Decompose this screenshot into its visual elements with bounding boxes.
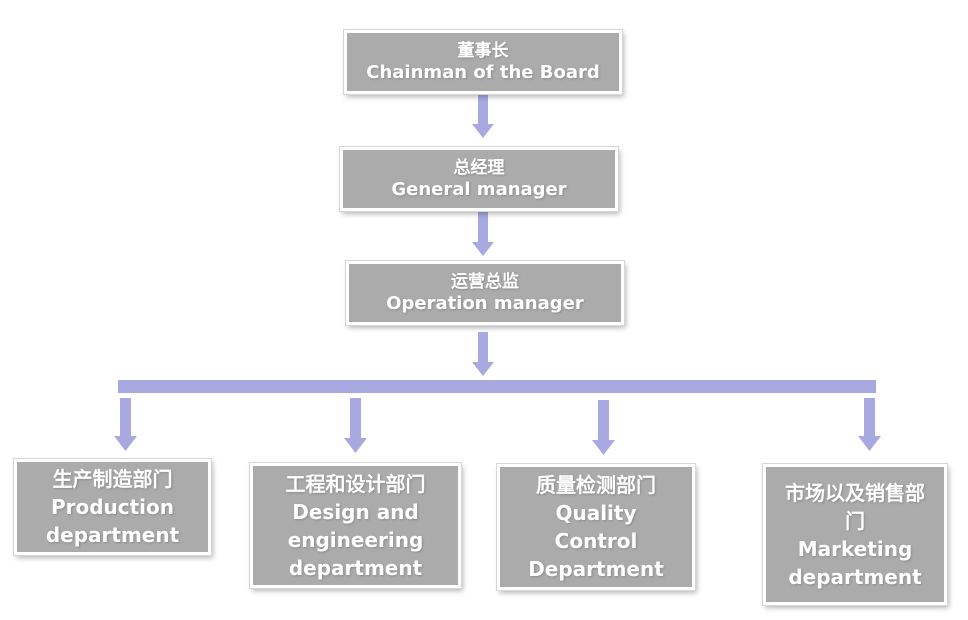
node-design-department: 工程和设计部门 Design and engineering departmen… <box>250 463 461 588</box>
node-gm-zh: 总经理 <box>453 158 505 178</box>
node-ops-zh: 运营总监 <box>451 272 519 292</box>
node-ops-en: Operation manager <box>386 293 584 314</box>
node-quality-zh: 质量检测部门 <box>536 473 656 497</box>
node-gm-en: General manager <box>391 179 567 200</box>
node-general-manager: 总经理 General manager <box>340 147 618 211</box>
node-quality-en: Quality Control Department <box>528 501 664 581</box>
arrow-to-marketing <box>858 398 881 451</box>
node-production-zh: 生产制造部门 <box>52 467 173 491</box>
org-bus-line <box>118 380 876 393</box>
node-production-en: Production department <box>45 495 180 547</box>
node-board-zh: 董事长 <box>457 41 509 61</box>
node-production-department: 生产制造部门 Production department <box>14 459 211 555</box>
arrow-gm-to-ops <box>472 212 494 256</box>
node-board-en: Chainman of the Board <box>366 62 600 83</box>
node-design-zh: 工程和设计部门 <box>285 471 426 496</box>
arrow-ops-to-bus <box>472 332 494 376</box>
arrow-to-production <box>114 398 137 451</box>
arrow-to-design <box>344 398 367 453</box>
arrow-board-to-gm <box>472 94 494 138</box>
arrow-to-quality <box>592 400 615 455</box>
node-board: 董事长 Chainman of the Board <box>344 30 622 94</box>
node-marketing-zh: 市场以及销售部门 <box>785 480 925 533</box>
node-quality-department: 质量检测部门 Quality Control Department <box>497 464 695 590</box>
node-operation-manager: 运营总监 Operation manager <box>346 261 624 325</box>
node-marketing-en: Marketing department <box>788 536 922 589</box>
node-design-en: Design and engineering department <box>287 499 424 580</box>
node-marketing-department: 市场以及销售部门 Marketing department <box>763 464 947 605</box>
